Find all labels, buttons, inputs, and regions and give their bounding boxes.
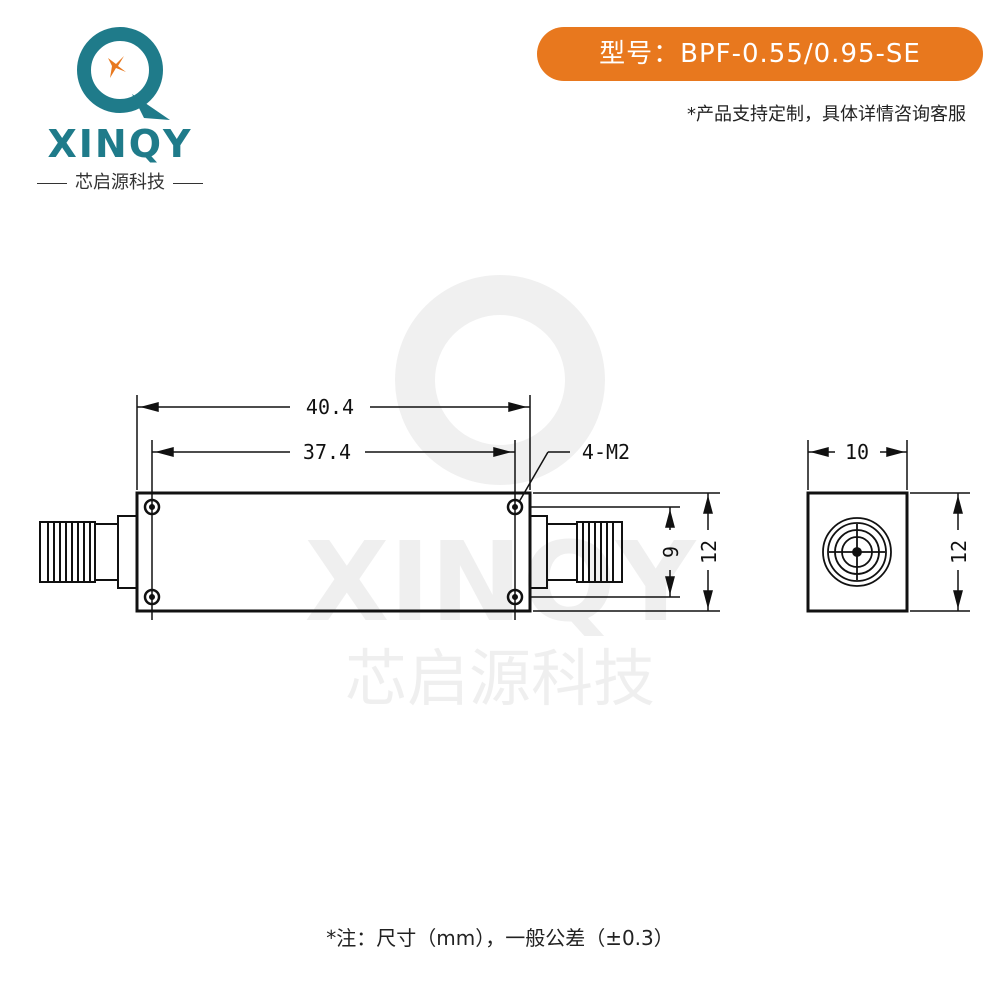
brand-wordmark: XINQY [47, 122, 193, 166]
watermark-subtitle: 芯启源科技 [345, 642, 655, 715]
watermark-q-icon [395, 275, 605, 485]
dim-hole-spacing-height: 9 [659, 546, 683, 558]
dim-hole-spacing-length: 37.4 [303, 440, 351, 464]
logo-q-icon [77, 27, 170, 120]
sma-connector-right [529, 515, 623, 589]
dim-end-width: 10 [845, 440, 869, 464]
watermark-wordmark: XINQY [305, 518, 697, 646]
dim-body-height: 12 [697, 540, 721, 564]
custom-note: *产品支持定制，具体详情咨询客服 [687, 104, 966, 125]
brand-logo: XINQY 芯启源科技 [20, 22, 220, 193]
dim-overall-length: 40.4 [306, 395, 354, 419]
connector-face-icon [822, 517, 892, 587]
watermark: XINQY 芯启源科技 [305, 275, 697, 715]
brand-subtitle: 芯启源科技 [20, 168, 220, 194]
filter-end-view [806, 491, 909, 613]
dim-end-height: 12 [947, 540, 971, 564]
model-badge: 型号：BPF-0.55/0.95-SE [537, 27, 983, 81]
dim-mount-holes: 4-M2 [582, 440, 630, 464]
end-body [806, 491, 909, 613]
sma-connector-left [39, 515, 138, 589]
tolerance-note: *注：尺寸（mm），一般公差（±0.3） [326, 926, 674, 950]
